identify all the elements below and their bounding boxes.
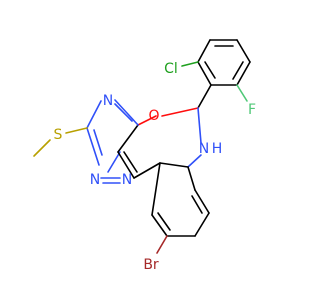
chlorofluorophenyl-ring xyxy=(197,39,251,86)
c-s-bond xyxy=(65,127,88,134)
nitrogen-nh-label: N xyxy=(199,141,209,157)
oxygen-atom-label: O xyxy=(148,108,159,124)
nitrogen-triazine-top-label: N xyxy=(103,93,113,109)
bromobenzo-ring xyxy=(133,162,210,237)
hydrogen-label: H xyxy=(212,141,223,157)
c-cl-bond xyxy=(181,61,199,67)
c-br-bond xyxy=(156,235,168,254)
triazine-ring xyxy=(86,99,139,184)
chlorine-atom-label: Cl xyxy=(164,61,178,77)
bromine-atom-label: Br xyxy=(143,257,159,273)
c-f-bond xyxy=(236,84,248,102)
molecule-structure-diagram: Cl F O N H N S N N Br xyxy=(33,39,256,273)
nitrogen-triazine-b-label: N xyxy=(122,172,132,188)
s-methyl-bond xyxy=(33,139,51,157)
sulfur-atom-label: S xyxy=(54,127,63,143)
nitrogen-triazine-a-label: N xyxy=(90,172,100,188)
ch-phenyl-bond xyxy=(197,84,212,109)
fluorine-atom-label: F xyxy=(248,102,256,118)
oxazepine-ring xyxy=(137,107,202,168)
